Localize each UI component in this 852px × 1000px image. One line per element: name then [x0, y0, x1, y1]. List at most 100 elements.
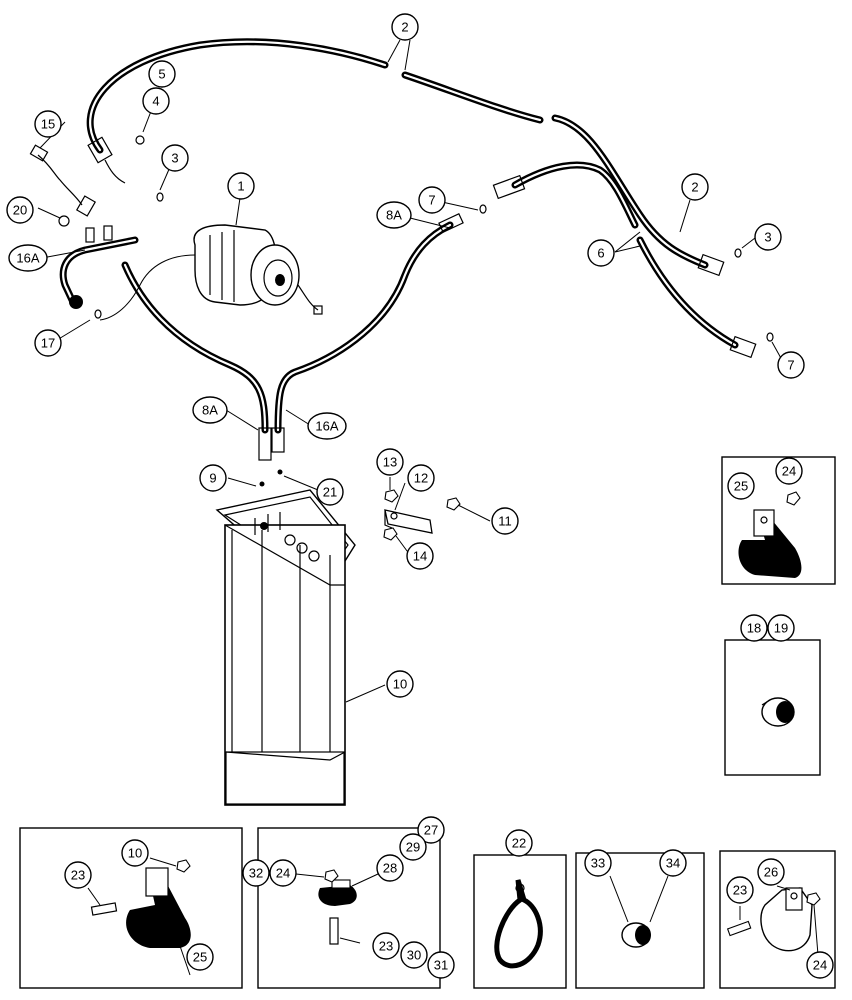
inset-strap-22: [473, 854, 567, 989]
svg-text:24: 24: [782, 464, 796, 479]
callout-24-inset-2: 24: [269, 859, 297, 887]
inset-grommet-18-19: [724, 639, 821, 776]
pressure-switch-harness: [29, 144, 97, 227]
callout-22: 22: [505, 829, 533, 857]
svg-text:8A: 8A: [202, 403, 218, 418]
hose-fittings: [87, 135, 774, 359]
callout-17: 17: [34, 329, 62, 357]
callout-31: 31: [427, 951, 455, 979]
svg-text:31: 31: [434, 958, 448, 973]
callout-8a-mid: 8A: [192, 396, 228, 424]
svg-text:3: 3: [764, 230, 771, 245]
svg-text:25: 25: [734, 479, 748, 494]
evaporator-core: [215, 489, 356, 806]
hose-assembly-top: [86, 38, 739, 349]
svg-text:8A: 8A: [386, 208, 402, 223]
callout-5: 5: [148, 60, 176, 88]
callout-34: 34: [659, 849, 687, 877]
svg-text:18: 18: [747, 621, 761, 636]
svg-text:22: 22: [512, 836, 526, 851]
svg-text:2: 2: [691, 180, 698, 195]
callout-2-right: 2: [681, 173, 709, 201]
callout-32: 32: [242, 859, 270, 887]
svg-text:7: 7: [428, 193, 435, 208]
svg-text:25: 25: [193, 950, 207, 965]
callout-21: 21: [316, 478, 344, 506]
callout-23-inset-1: 23: [64, 861, 92, 889]
callout-29: 29: [399, 833, 427, 861]
callout-10-inset: 10: [121, 839, 149, 867]
svg-text:7: 7: [787, 358, 794, 373]
callout-19: 19: [767, 614, 795, 642]
callout-16a-mid: 16A: [307, 412, 347, 440]
callout-26: 26: [757, 858, 785, 886]
svg-text:14: 14: [413, 549, 427, 564]
svg-text:28: 28: [383, 861, 397, 876]
callout-9: 9: [199, 464, 227, 492]
svg-text:32: 32: [249, 866, 263, 881]
svg-text:19: 19: [774, 621, 788, 636]
callout-4: 4: [142, 87, 170, 115]
callout-15: 15: [34, 110, 62, 138]
svg-text:5: 5: [158, 67, 165, 82]
callout-11: 11: [491, 507, 519, 535]
callout-27: 27: [417, 816, 445, 844]
svg-text:16A: 16A: [16, 251, 39, 266]
svg-text:13: 13: [383, 455, 397, 470]
svg-text:4: 4: [152, 94, 159, 109]
svg-text:15: 15: [41, 117, 55, 132]
callout-25-right: 25: [727, 472, 755, 500]
hose-assembly-lower: [121, 213, 464, 487]
svg-text:24: 24: [813, 958, 827, 973]
svg-text:1: 1: [237, 179, 244, 194]
svg-text:11: 11: [498, 514, 512, 529]
callout-25-inset: 25: [186, 943, 214, 971]
svg-text:33: 33: [591, 856, 605, 871]
svg-text:29: 29: [406, 840, 420, 855]
callout-8a-top: 8A: [376, 201, 412, 229]
svg-text:10: 10: [393, 677, 407, 692]
callout-2-top: 2: [391, 13, 419, 41]
callout-18: 18: [740, 614, 768, 642]
svg-text:24: 24: [276, 866, 290, 881]
callout-28: 28: [376, 854, 404, 882]
callout-23-inset-3: 23: [726, 876, 754, 904]
callout-12: 12: [407, 464, 435, 492]
hard-line-16a: [59, 225, 139, 319]
callout-23-inset-2: 23: [372, 932, 400, 960]
callout-1: 1: [227, 172, 255, 200]
callout-6: 6: [587, 239, 615, 267]
svg-text:16A: 16A: [315, 419, 338, 434]
svg-text:17: 17: [41, 336, 55, 351]
callout-14: 14: [406, 542, 434, 570]
svg-text:3: 3: [171, 151, 178, 166]
svg-text:34: 34: [666, 856, 680, 871]
callout-24-inset-3: 24: [806, 951, 834, 979]
svg-text:23: 23: [71, 868, 85, 883]
callout-3-left: 3: [161, 144, 189, 172]
svg-text:6: 6: [597, 246, 604, 261]
svg-text:30: 30: [407, 948, 421, 963]
callout-30: 30: [400, 941, 428, 969]
svg-text:23: 23: [379, 939, 393, 954]
svg-text:9: 9: [209, 471, 216, 486]
callout-7-top: 7: [418, 186, 446, 214]
callout-33: 33: [584, 849, 612, 877]
leader-lines: [37, 39, 783, 703]
svg-text:10: 10: [128, 846, 142, 861]
callout-7-right: 7: [777, 351, 805, 379]
svg-text:27: 27: [424, 823, 438, 838]
svg-text:12: 12: [414, 471, 428, 486]
callout-3-right: 3: [754, 223, 782, 251]
svg-text:21: 21: [323, 485, 337, 500]
callout-10: 10: [386, 670, 414, 698]
svg-text:2: 2: [401, 20, 408, 35]
callout-16a-left: 16A: [8, 244, 48, 272]
svg-text:23: 23: [733, 883, 747, 898]
callout-20: 20: [6, 196, 34, 224]
callout-13: 13: [376, 448, 404, 476]
svg-text:26: 26: [764, 865, 778, 880]
svg-text:20: 20: [13, 203, 27, 218]
compressor: [99, 224, 323, 321]
